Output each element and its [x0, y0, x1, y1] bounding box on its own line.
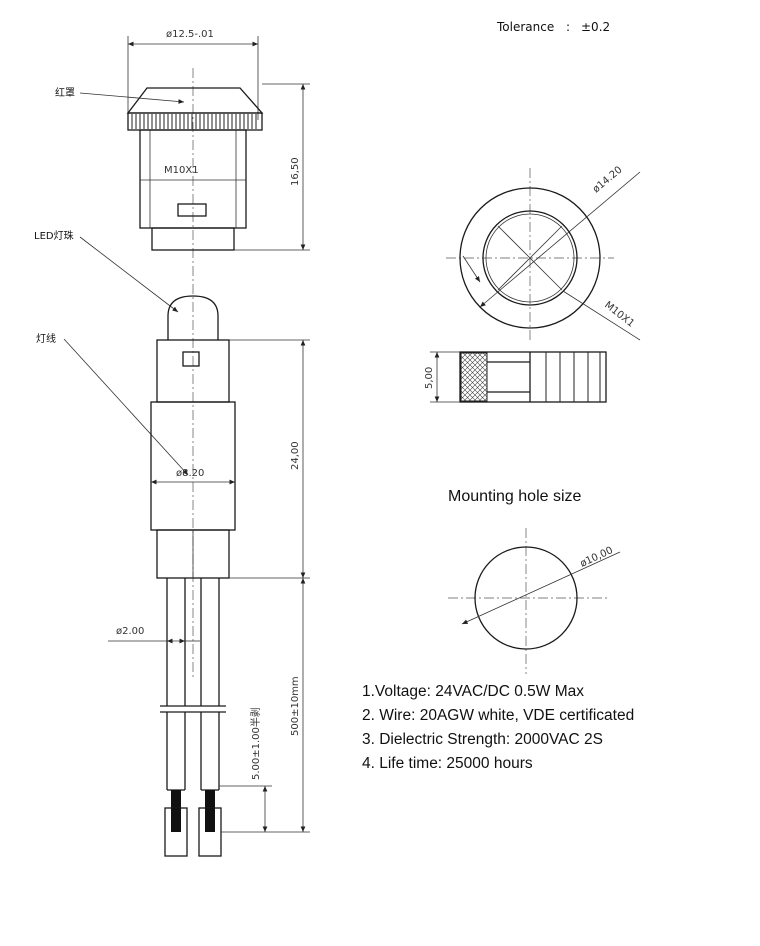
inner-ring — [482, 210, 578, 306]
outer-ring — [459, 187, 601, 329]
tolerance-separator: : — [566, 20, 570, 34]
section-view: 5,00 — [424, 351, 607, 403]
face-thread-label: M10X1 — [602, 300, 636, 330]
wires — [160, 578, 226, 857]
mounting-hole — [474, 546, 578, 650]
section-hatch — [460, 352, 488, 402]
face-dia-dimension: ø14.20 — [591, 165, 625, 196]
wire-dia-dimension: ø2.00 — [116, 626, 144, 637]
thread-slot — [177, 203, 207, 217]
hole-dia-dimension: ø10,00 — [579, 545, 615, 570]
thread-label: M10X1 — [164, 165, 199, 176]
tolerance-label: Tolerance — [496, 20, 554, 34]
led-bead-label: LED灯珠 — [34, 229, 74, 242]
red-cover-cap — [126, 87, 264, 114]
mounting-hole-view: ø10,00 — [448, 528, 621, 674]
side-view: ø12.5-.01 M10X1 — [34, 29, 310, 857]
spec-note-wire: 2. Wire: 20AGW white, VDE certificated — [362, 707, 635, 724]
tolerance-value: ±0.2 — [581, 20, 610, 34]
tolerance-note: Tolerance : ±0.2 — [496, 20, 610, 34]
led-bead — [167, 295, 219, 340]
lamp-wire-label: 灯线 — [36, 332, 56, 345]
spec-note-voltage: 1.Voltage: 24VAC/DC 0.5W Max — [362, 683, 584, 700]
face-height-dimension: 5,00 — [424, 367, 435, 389]
mounting-hole-title: Mounting hole size — [448, 488, 582, 505]
cap-bottom — [151, 227, 235, 251]
cap-height-dimension: 16,50 — [290, 157, 301, 186]
section-knurl — [545, 352, 601, 402]
body-dia-dimension: ø8.20 — [176, 468, 204, 479]
spec-notes: 1.Voltage: 24VAC/DC 0.5W Max 2. Wire: 20… — [362, 680, 634, 776]
spec-note-dielectric: 3. Dielectric Strength: 2000VAC 2S — [362, 731, 603, 748]
knurl-lines — [131, 114, 257, 129]
front-face-view: ø14.20 M10X1 — [446, 165, 641, 341]
spec-note-life: 4. Life time: 25000 hours — [362, 755, 533, 772]
strip-length-dimension: 5.00±1.00半剥 — [249, 707, 262, 780]
top-width-dimension: ø12.5-.01 — [166, 29, 214, 40]
holder-window — [182, 351, 200, 367]
wire-length-dimension: 500±10mm — [290, 676, 301, 736]
red-cover-label: 红罩 — [55, 86, 75, 99]
section-outline — [459, 351, 607, 403]
body-length-dimension: 24,00 — [290, 441, 301, 470]
